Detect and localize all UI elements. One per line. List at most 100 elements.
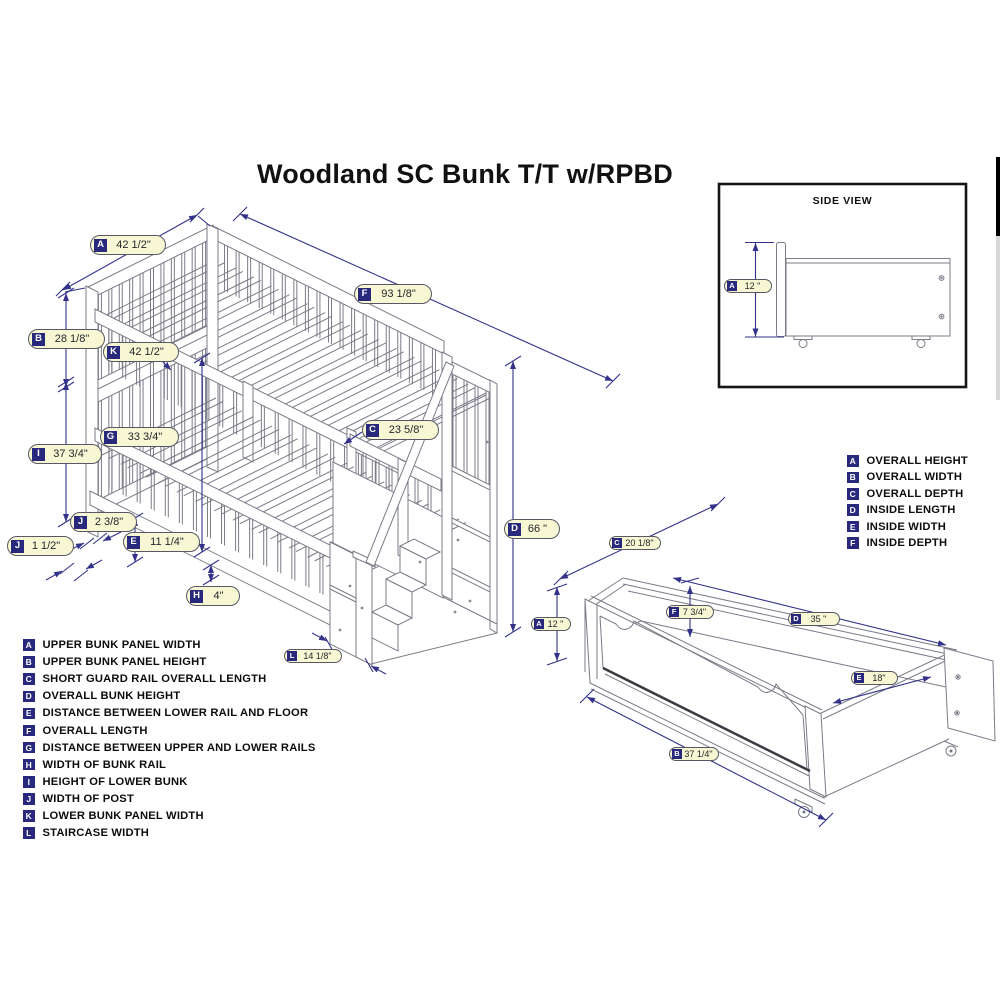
legend-item-f: F INSIDE DEPTH bbox=[847, 536, 947, 550]
dim-label-bed-upper-panel-width: A 42 1/2" bbox=[90, 235, 166, 255]
dim-letter-badge: J bbox=[11, 539, 24, 553]
dim-value: 20 1/8" bbox=[625, 538, 654, 548]
dim-letter-badge: A bbox=[94, 238, 107, 252]
legend-item-e: E DISTANCE BETWEEN LOWER RAIL AND FLOOR bbox=[23, 706, 308, 720]
legend-item-a: A OVERALL HEIGHT bbox=[847, 454, 968, 468]
dim-label-bed-lower-bunk-height: I 37 3/4" bbox=[28, 444, 102, 464]
dim-value: 14 1/8" bbox=[303, 651, 332, 661]
legend-item-i: I HEIGHT OF LOWER BUNK bbox=[23, 775, 188, 789]
dim-value: 42 1/2" bbox=[116, 239, 151, 251]
dim-value: 11 1/4" bbox=[150, 536, 184, 548]
legend-item-g: G DISTANCE BETWEEN UPPER AND LOWER RAILS bbox=[23, 741, 316, 755]
dim-value: 35 " bbox=[810, 614, 827, 624]
dim-value: 1 1/2" bbox=[31, 540, 61, 552]
dim-letter-badge: F bbox=[358, 287, 371, 301]
legend-text: OVERALL DEPTH bbox=[866, 487, 964, 500]
legend-text: WIDTH OF POST bbox=[42, 792, 134, 805]
dim-value: 4" bbox=[213, 590, 224, 602]
legend-letter-badge: J bbox=[23, 793, 35, 805]
legend-text: UPPER BUNK PANEL WIDTH bbox=[42, 639, 201, 651]
dim-letter-badge: J bbox=[74, 515, 87, 529]
legend-text: DISTANCE BETWEEN LOWER RAIL AND FLOOR bbox=[42, 707, 309, 720]
legend-letter-badge: B bbox=[23, 656, 35, 668]
legend-letter-badge: D bbox=[847, 504, 859, 516]
legend-item-j: J WIDTH OF POST bbox=[23, 792, 134, 806]
dim-value: 42 1/2" bbox=[129, 346, 164, 358]
edge-artifact-light bbox=[996, 236, 1000, 400]
dim-letter-badge: G bbox=[104, 430, 117, 444]
dim-letter-badge: C bbox=[612, 538, 622, 548]
dim-value: 12 " bbox=[744, 281, 761, 291]
dim-letter-badge: B bbox=[672, 749, 682, 759]
legend-letter-badge: G bbox=[23, 741, 35, 754]
legend-item-d: D INSIDE LENGTH bbox=[847, 503, 956, 517]
dim-letter-badge: H bbox=[190, 589, 203, 603]
dim-value: 33 3/4" bbox=[127, 431, 163, 443]
legend-text: OVERALL HEIGHT bbox=[866, 455, 968, 467]
dim-letter-badge: D bbox=[508, 522, 521, 536]
dim-letter-badge: D bbox=[791, 614, 801, 624]
legend-item-c: C OVERALL DEPTH bbox=[847, 487, 963, 501]
legend-letter-badge: A bbox=[23, 639, 35, 651]
dim-value: 2 3/8" bbox=[94, 516, 124, 528]
side-view-title: SIDE VIEW bbox=[812, 195, 873, 207]
legend-text: DISTANCE BETWEEN UPPER AND LOWER RAILS bbox=[42, 741, 316, 754]
dim-label-bed-rail-distance: G 33 3/4" bbox=[100, 427, 179, 447]
dim-letter-badge: E bbox=[854, 673, 864, 683]
legend-letter-badge: D bbox=[23, 690, 35, 703]
dim-value: 93 1/8" bbox=[381, 288, 416, 300]
dim-value: 28 1/8" bbox=[54, 333, 90, 345]
dim-value: 23 5/8" bbox=[388, 424, 424, 436]
legend-text: UPPER BUNK PANEL HEIGHT bbox=[42, 656, 207, 669]
dim-letter-badge: B bbox=[32, 332, 45, 346]
legend-text: LOWER BUNK PANEL WIDTH bbox=[42, 810, 204, 822]
legend-text: OVERALL LENGTH bbox=[42, 724, 148, 737]
legend-letter-badge: C bbox=[847, 488, 859, 500]
dim-value: 37 3/4" bbox=[53, 448, 88, 460]
legend-letter-badge: L bbox=[23, 827, 35, 839]
legend-item-a: A UPPER BUNK PANEL WIDTH bbox=[23, 638, 201, 652]
legend-letter-badge: F bbox=[847, 537, 859, 549]
legend-text: HEIGHT OF LOWER BUNK bbox=[42, 775, 188, 788]
dim-label-bed-upper-panel-height: B 28 1/8" bbox=[28, 329, 105, 349]
legend-letter-badge: B bbox=[847, 471, 859, 484]
dim-label-bed-overall-height: D 66 " bbox=[504, 519, 560, 539]
dim-value: 66 " bbox=[527, 523, 548, 535]
legend-text: INSIDE DEPTH bbox=[866, 537, 948, 549]
legend-letter-badge: E bbox=[847, 520, 859, 533]
legend-text: INSIDE LENGTH bbox=[866, 504, 956, 517]
edge-artifact-dark bbox=[996, 157, 1000, 236]
dim-label-drawer-inside-width: E 18" bbox=[851, 671, 898, 685]
dim-value: 37 1/4" bbox=[684, 749, 713, 759]
legend-text: STAIRCASE WIDTH bbox=[42, 827, 150, 840]
legend-letter-badge: E bbox=[23, 707, 35, 720]
legend-item-d: D OVERALL BUNK HEIGHT bbox=[23, 689, 180, 703]
legend-letter-badge: I bbox=[23, 776, 35, 788]
dim-label-bed-post-width: J 2 3/8" bbox=[70, 512, 137, 532]
dim-letter-badge: L bbox=[287, 651, 297, 661]
page-title: Woodland SC Bunk T/T w/RPBD bbox=[257, 159, 673, 189]
legend-text: INSIDE WIDTH bbox=[866, 520, 946, 533]
dim-letter-badge: E bbox=[127, 535, 140, 549]
dim-label-bed-overall-length: F 93 1/8" bbox=[354, 284, 432, 304]
legend-item-e: E INSIDE WIDTH bbox=[847, 520, 946, 534]
dim-value: 7 3/4" bbox=[682, 607, 707, 617]
dim-value: 18" bbox=[872, 673, 886, 683]
legend-text: OVERALL BUNK HEIGHT bbox=[42, 690, 181, 703]
dim-letter-badge: I bbox=[32, 447, 45, 461]
dim-label-bed-foot-width: J 1 1/2" bbox=[7, 536, 74, 556]
dim-label-drawer-inside-length: D 35 " bbox=[788, 612, 840, 626]
legend-letter-badge: A bbox=[847, 455, 859, 467]
legend-item-b: B UPPER BUNK PANEL HEIGHT bbox=[23, 655, 206, 669]
dim-letter-badge: A bbox=[727, 281, 737, 291]
